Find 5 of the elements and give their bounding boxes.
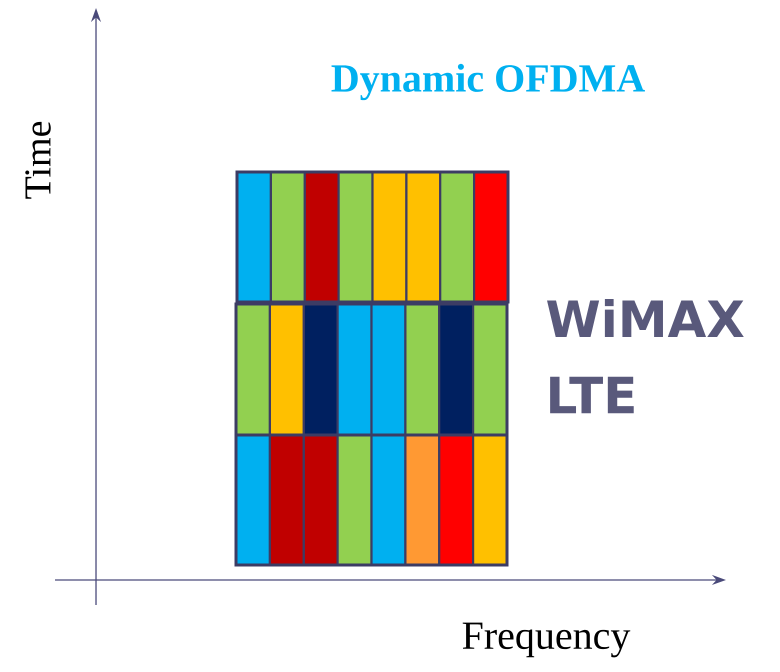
axis-label: Frequency <box>462 622 630 658</box>
standard-label: WiMAX <box>547 299 744 337</box>
axis-label: Time <box>25 122 51 199</box>
standard-label: LTE <box>550 376 634 414</box>
title: Dynamic OFDMA <box>332 64 645 100</box>
